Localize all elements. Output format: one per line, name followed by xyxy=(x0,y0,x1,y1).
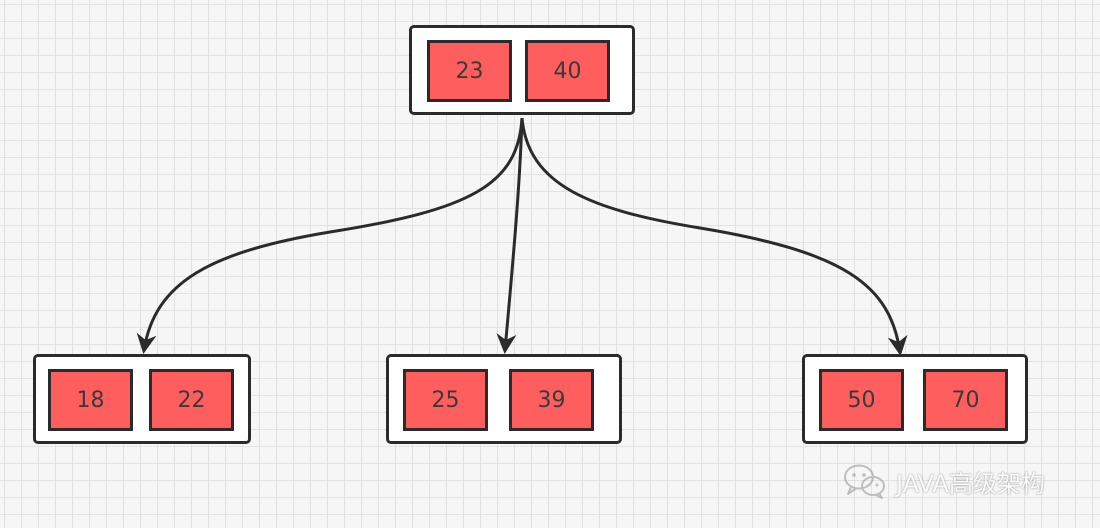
watermark: JAVA高级架构 xyxy=(842,462,1045,500)
right-child-node: 50 70 xyxy=(802,354,1028,444)
left-child-node: 18 22 xyxy=(33,354,251,444)
edge-root-to-left-child xyxy=(136,117,524,354)
watermark-text: JAVA高级架构 xyxy=(896,469,1045,498)
right-child-key-2: 70 xyxy=(923,369,1008,431)
root-key-2: 40 xyxy=(525,40,610,102)
root-node: 23 40 xyxy=(409,25,635,115)
wechat-icon xyxy=(844,464,885,499)
right-child-key-1: 50 xyxy=(819,369,904,431)
edge-root-to-right-child xyxy=(520,117,908,356)
middle-child-key-1: 25 xyxy=(403,369,488,431)
left-child-key-1: 18 xyxy=(48,369,133,431)
middle-child-node: 25 39 xyxy=(386,354,622,444)
root-key-1: 23 xyxy=(427,40,512,102)
edge-root-to-middle-child xyxy=(496,117,524,354)
middle-child-key-2: 39 xyxy=(509,369,594,431)
left-child-key-2: 22 xyxy=(149,369,234,431)
